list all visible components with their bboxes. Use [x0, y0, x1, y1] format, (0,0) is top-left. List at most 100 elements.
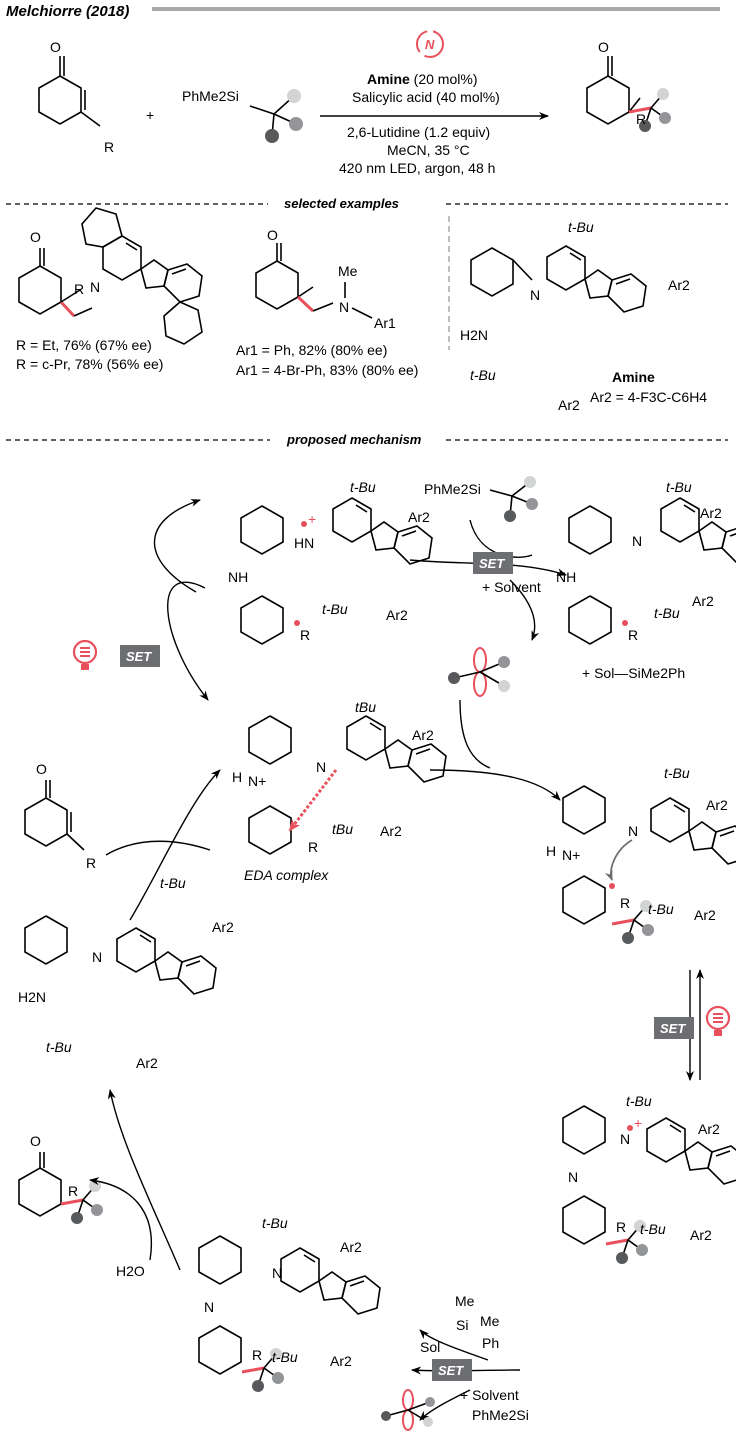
- svg-text:N: N: [628, 823, 638, 839]
- example-1-line2: R = c-Pr, 78% (56% ee): [16, 356, 163, 372]
- example-2-line2: Ar1 = 4-Br-Ph, 83% (80% ee): [236, 362, 418, 378]
- examples-heading: selected examples: [284, 196, 399, 211]
- svg-text:H: H: [546, 843, 556, 859]
- svg-text:Ar2: Ar2: [698, 1121, 720, 1137]
- svg-text:PhMe2Si: PhMe2Si: [472, 1407, 529, 1423]
- svg-text:Me: Me: [455, 1293, 475, 1309]
- water-label: H2O: [116, 1263, 145, 1279]
- svg-text:t-Bu: t-Bu: [350, 479, 376, 495]
- svg-text:SET: SET: [438, 1363, 464, 1378]
- svg-text:O: O: [30, 229, 41, 245]
- eda-label: EDA complex: [244, 867, 329, 883]
- svg-text:t-Bu: t-Bu: [272, 1349, 298, 1365]
- svg-text:R: R: [300, 627, 310, 643]
- silane-label: PhMe2Si: [182, 88, 239, 104]
- tbu-radical: [448, 647, 510, 697]
- svg-text:N+: N+: [248, 773, 266, 789]
- top-set-step: PhMe2Si SET + Solvent: [409, 476, 567, 641]
- svg-text:tBu: tBu: [332, 821, 353, 837]
- cond-line3: 2,6-Lutidine (1.2 equiv): [347, 124, 490, 140]
- imine-product-adduct: N R N t-Bu Ar2 t-Bu Ar2: [198, 1215, 381, 1394]
- section-mechanism: proposed mechanism: [6, 432, 728, 447]
- main-reaction: O R + PhMe2Si N Amine (20 mol%) Salicyli…: [38, 30, 673, 176]
- radical-dot-icon: [294, 620, 300, 626]
- svg-text:O: O: [36, 761, 47, 777]
- svg-text:t-Bu: t-Bu: [654, 605, 680, 621]
- svg-text:PhMe2Si: PhMe2Si: [424, 481, 481, 497]
- svg-text:O: O: [598, 39, 609, 55]
- section-examples: selected examples: [6, 196, 728, 211]
- svg-text:t-Bu: t-Bu: [46, 1039, 72, 1055]
- svg-text:H2N: H2N: [18, 989, 46, 1005]
- svg-text:R: R: [616, 1219, 626, 1235]
- svg-text:H2N: H2N: [460, 327, 488, 343]
- plus-sign: +: [146, 107, 154, 123]
- svg-text:Ar2: Ar2: [668, 277, 690, 293]
- bottom-set-step: Me Me Si Sol Ph SET + Solvent PhMe2Si: [381, 1293, 529, 1431]
- svg-text:t-Bu: t-Bu: [648, 901, 674, 917]
- svg-text:N: N: [339, 299, 349, 315]
- header-title: Melchiorre (2018): [6, 3, 129, 20]
- svg-text:HN: HN: [294, 535, 314, 551]
- svg-text:Ar2: Ar2: [212, 919, 234, 935]
- svg-text:Ar2: Ar2: [380, 823, 402, 839]
- svg-text:Ar2: Ar2: [700, 505, 722, 521]
- svg-text:O: O: [50, 39, 61, 55]
- svg-text:Ar2: Ar2: [690, 1227, 712, 1243]
- mechanism-heading: proposed mechanism: [286, 432, 422, 447]
- svg-text:N: N: [272, 1265, 282, 1281]
- svg-text:H: H: [232, 769, 242, 785]
- svg-text:N: N: [530, 287, 540, 303]
- svg-text:N: N: [568, 1169, 578, 1185]
- enone-left: O R: [24, 761, 96, 871]
- final-product: O R H2O: [18, 1089, 181, 1279]
- svg-text:Ar2: Ar2: [408, 509, 430, 525]
- example-2: O Me N Ar1 Ar1 = Ph, 82% (80% ee) Ar1 = …: [236, 227, 418, 378]
- svg-text:N: N: [620, 1131, 630, 1147]
- svg-text:+ Solvent: + Solvent: [460, 1387, 519, 1403]
- amine-ar-def: Ar2 = 4-F3C-C6H4: [590, 389, 707, 405]
- svg-text:Ar2: Ar2: [136, 1055, 158, 1071]
- lightbulb-icon: [72, 639, 98, 672]
- svg-text:N+: N+: [562, 847, 580, 863]
- cond-line2: Salicylic acid (40 mol%): [352, 89, 500, 105]
- radical-cation-intermediate: NH R HN + t-Bu Ar2 t-Bu Ar2: [228, 479, 433, 645]
- svg-text:SET: SET: [660, 1021, 686, 1036]
- svg-text:Ar2: Ar2: [558, 397, 580, 413]
- cond-line5: 420 nm LED, argon, 48 h: [339, 160, 495, 176]
- enone-structure: [38, 56, 101, 127]
- svg-text:R: R: [636, 111, 646, 127]
- svg-text:t-Bu: t-Bu: [626, 1093, 652, 1109]
- svg-text:SET: SET: [479, 556, 505, 571]
- svg-text:Ar2: Ar2: [386, 607, 408, 623]
- svg-text:t-Bu: t-Bu: [664, 765, 690, 781]
- svg-text:Ar2: Ar2: [706, 797, 728, 813]
- svg-text:O: O: [267, 227, 278, 243]
- svg-text:+: +: [308, 511, 316, 527]
- svg-text:Ar1: Ar1: [374, 315, 396, 331]
- svg-text:NH: NH: [556, 569, 576, 585]
- free-amine-catalyst: H2N N t-Bu Ar2 t-Bu Ar2: [18, 875, 234, 1071]
- svg-text:N: N: [316, 759, 326, 775]
- svg-text:Sol: Sol: [420, 1339, 440, 1355]
- svg-text:N: N: [425, 37, 435, 52]
- svg-text:NH: NH: [228, 569, 248, 585]
- left-set-arrows: SET: [72, 499, 209, 701]
- header: Melchiorre (2018): [6, 3, 720, 20]
- svg-text:R: R: [86, 855, 96, 871]
- svg-text:Ar2: Ar2: [694, 907, 716, 923]
- svg-text:t-Bu: t-Bu: [666, 479, 692, 495]
- silane-tbu-group: [249, 89, 303, 143]
- svg-text:t-Bu: t-Bu: [262, 1215, 288, 1231]
- svg-text:+: +: [634, 1115, 642, 1131]
- cond-line4: MeCN, 35 °C: [387, 142, 470, 158]
- svg-text:Ar2: Ar2: [412, 727, 434, 743]
- amine-catalyst-icon: N: [416, 30, 444, 58]
- example-2-line1: Ar1 = Ph, 82% (80% ee): [236, 342, 387, 358]
- right-set-step: SET: [654, 969, 731, 1081]
- svg-text:SET: SET: [126, 649, 152, 664]
- svg-text:R: R: [68, 1183, 78, 1199]
- lightbulb-icon-right: [705, 1005, 731, 1038]
- svg-text:R: R: [252, 1347, 262, 1363]
- svg-text:Me: Me: [338, 263, 358, 279]
